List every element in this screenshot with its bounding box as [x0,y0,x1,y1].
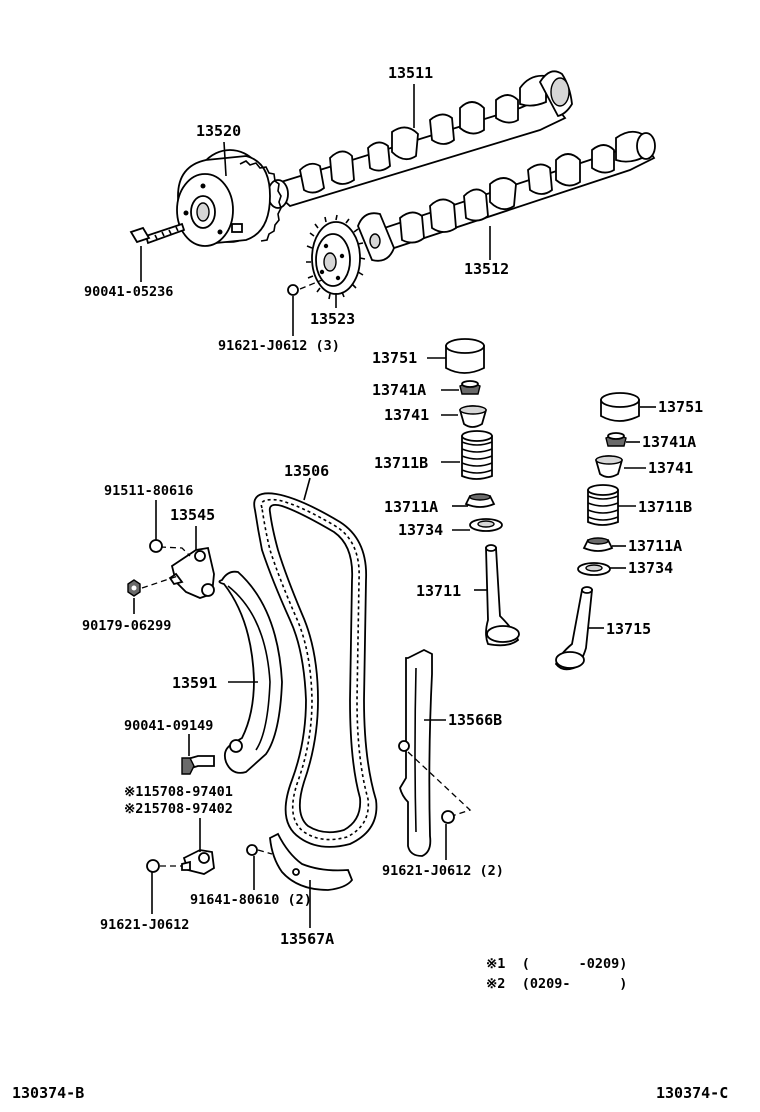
label-13711b-b[interactable]: 13711B [638,498,692,516]
label-115708-97401[interactable]: ※115708-97401 [124,784,233,800]
valve-seal-13711a-b[interactable] [582,537,614,552]
chain-tensioner-13545[interactable] [159,546,215,599]
chain-guide-13567a[interactable] [269,832,354,891]
label-13506[interactable]: 13506 [284,462,329,480]
label-90041-05236[interactable]: 90041-05236 [84,284,173,300]
valve-assembly-intake[interactable] [445,338,520,647]
camshaft-timing-gear-13520[interactable] [176,149,282,247]
label-13751-a[interactable]: 13751 [372,349,417,367]
leader-lines [133,84,656,928]
label-13751-b[interactable]: 13751 [658,398,703,416]
bolt-90041-05236[interactable] [129,222,186,245]
label-13711a-b[interactable]: 13711A [628,537,682,555]
label-13511[interactable]: 13511 [388,64,433,82]
valve-washer-13734-b[interactable] [577,562,611,576]
valve-lifter-13751-a[interactable] [445,338,485,374]
label-13566b[interactable]: 13566B [448,711,502,729]
note-1: ※1 ( -0209) [486,956,627,972]
label-13715[interactable]: 13715 [606,620,651,638]
label-13523[interactable]: 13523 [310,310,355,328]
label-13512[interactable]: 13512 [464,260,509,278]
diagram-id-left: 130374-B [12,1084,84,1102]
label-13591[interactable]: 13591 [172,674,217,692]
valve-13711[interactable] [485,544,520,647]
chain-tensioner-plunger-115708[interactable] [160,849,215,875]
label-91621-j0612-3[interactable]: 91621-J0612 (3) [218,338,340,354]
bolt-91621-j0612-3[interactable] [287,279,323,296]
label-91511-80616[interactable]: 91511-80616 [104,483,193,499]
camshaft-13512[interactable] [357,130,656,262]
label-90179-06299[interactable]: 90179-06299 [82,618,171,634]
bolt-91621-j0612[interactable] [146,859,160,873]
label-13734-b[interactable]: 13734 [628,559,673,577]
valve-spring-13711b-b[interactable] [587,484,619,526]
label-13734-a[interactable]: 13734 [398,521,443,539]
label-13567a[interactable]: 13567A [280,930,334,948]
label-13741a-a[interactable]: 13741A [372,381,426,399]
bolt-90041-09149[interactable] [181,755,215,775]
valve-keeper-13741a-a[interactable] [459,380,481,395]
label-13711a-a[interactable]: 13711A [384,498,438,516]
valve-spring-13711b-a[interactable] [461,430,493,480]
label-91641-80610[interactable]: 91641-80610 (2) [190,892,312,908]
bolt-91641-80610[interactable] [246,844,273,856]
diagram-id-right: 130374-C [656,1084,728,1102]
bolt-91511-80616[interactable] [149,539,163,553]
camshaft-gear-13523[interactable] [306,214,366,300]
valve-retainer-13741-b[interactable] [594,455,624,478]
timing-chain-13506[interactable] [253,492,378,848]
valve-lifter-13751-b[interactable] [600,392,640,422]
note-2: ※2 (0209- ) [486,976,627,992]
bolt-91621-j0612-2[interactable] [441,810,455,824]
chain-slipper-13591[interactable] [218,570,283,774]
nut-90179-06299[interactable] [127,575,179,597]
valve-13715[interactable] [554,586,593,671]
label-13520[interactable]: 13520 [196,122,241,140]
label-91621-j0612[interactable]: 91621-J0612 [100,917,189,933]
valve-keeper-13741a-b[interactable] [605,432,627,447]
label-91621-j0612-2[interactable]: 91621-J0612 (2) [382,863,504,879]
label-90041-09149[interactable]: 90041-09149 [124,718,213,734]
label-13711[interactable]: 13711 [416,582,461,600]
valve-washer-13734-a[interactable] [469,518,503,532]
footnotes: ※1 ( -0209) ※2 (0209- ) [486,956,627,992]
valve-assembly-exhaust[interactable] [554,392,640,671]
valve-seal-13711a-a[interactable] [464,493,496,508]
label-13741-a[interactable]: 13741 [384,406,429,424]
label-13741-b[interactable]: 13741 [648,459,693,477]
camshaft-13511[interactable] [266,70,573,209]
valve-retainer-13741-a[interactable] [458,405,488,428]
part-labels: 13511 13520 13512 90041-05236 13523 9162… [82,64,703,948]
label-13711b-a[interactable]: 13711B [374,454,428,472]
label-13741a-b[interactable]: 13741A [642,433,696,451]
label-215708-97402[interactable]: ※215708-97402 [124,801,233,817]
chain-guide-13566b[interactable] [398,648,472,857]
label-13545[interactable]: 13545 [170,506,215,524]
